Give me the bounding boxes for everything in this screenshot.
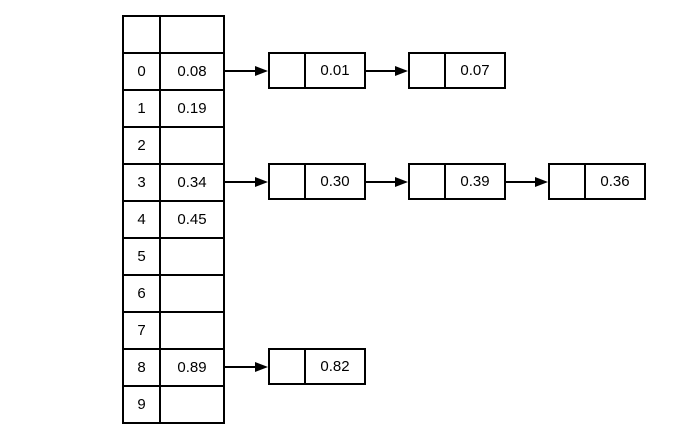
arrowhead-icon bbox=[255, 176, 268, 187]
bucket-row-8: 8 0.89 bbox=[124, 350, 223, 387]
arrowhead-icon bbox=[395, 65, 408, 76]
linked-list-bucket-8: 0.82 bbox=[225, 348, 366, 385]
bucket-row-9: 9 bbox=[124, 387, 223, 422]
arrowhead-icon bbox=[395, 176, 408, 187]
arrow-shaft bbox=[366, 69, 395, 72]
bucket-index-cell: 2 bbox=[124, 128, 161, 163]
arrow bbox=[225, 65, 268, 76]
node-value-cell: 0.82 bbox=[320, 358, 350, 375]
arrowhead-icon bbox=[255, 65, 268, 76]
list-node: 0.82 bbox=[268, 348, 366, 385]
bucket-index-cell: 9 bbox=[124, 387, 161, 422]
node-pointer-cell bbox=[410, 165, 446, 198]
bucket-row-7: 7 bbox=[124, 313, 223, 350]
bucket-value-cell: 0.08 bbox=[177, 63, 207, 80]
bucket-value-cell bbox=[161, 128, 223, 163]
node-value-cell: 0.30 bbox=[320, 173, 350, 190]
node-value-cell: 0.07 bbox=[460, 62, 490, 79]
bucket-header-row bbox=[124, 17, 223, 54]
arrow bbox=[225, 361, 268, 372]
bucket-value-cell bbox=[161, 276, 223, 311]
bucket-row-2: 2 bbox=[124, 128, 223, 165]
bucket-index-cell: 5 bbox=[124, 239, 161, 274]
node-value-cell: 0.39 bbox=[460, 173, 490, 190]
bucket-index-cell bbox=[124, 17, 161, 52]
arrow bbox=[366, 176, 408, 187]
node-pointer-cell bbox=[270, 350, 306, 383]
list-node: 0.01 bbox=[268, 52, 366, 89]
bucket-array-table: 0 0.08 1 0.19 2 3 0.34 4 0.45 5 6 7 bbox=[122, 15, 225, 424]
arrow-shaft bbox=[225, 69, 255, 72]
bucket-index-cell: 1 bbox=[124, 91, 161, 126]
bucket-row-1: 1 0.19 bbox=[124, 91, 223, 128]
bucket-value-cell: 0.34 bbox=[177, 174, 207, 191]
list-node: 0.39 bbox=[408, 163, 506, 200]
arrow-shaft bbox=[506, 180, 535, 183]
bucket-value-cell bbox=[161, 387, 223, 422]
bucket-index-cell: 6 bbox=[124, 276, 161, 311]
bucket-value-cell bbox=[161, 17, 223, 52]
node-pointer-cell bbox=[410, 54, 446, 87]
linked-list-bucket-3: 0.30 0.39 0.36 bbox=[225, 163, 646, 200]
bucket-value-cell: 0.19 bbox=[177, 100, 207, 117]
node-value-cell: 0.01 bbox=[320, 62, 350, 79]
arrow-shaft bbox=[225, 365, 255, 368]
bucket-row-3: 3 0.34 bbox=[124, 165, 223, 202]
bucket-value-cell: 0.89 bbox=[177, 359, 207, 376]
bucket-index-cell: 7 bbox=[124, 313, 161, 348]
node-pointer-cell bbox=[270, 54, 306, 87]
arrow bbox=[225, 176, 268, 187]
bucket-row-4: 4 0.45 bbox=[124, 202, 223, 239]
arrowhead-icon bbox=[255, 361, 268, 372]
bucket-row-5: 5 bbox=[124, 239, 223, 276]
bucket-value-cell bbox=[161, 313, 223, 348]
bucket-index-cell: 4 bbox=[124, 202, 161, 237]
bucket-row-6: 6 bbox=[124, 276, 223, 313]
node-pointer-cell bbox=[550, 165, 586, 198]
bucket-row-0: 0 0.08 bbox=[124, 54, 223, 91]
bucket-index-cell: 0 bbox=[124, 54, 161, 89]
arrow bbox=[366, 65, 408, 76]
bucket-value-cell bbox=[161, 239, 223, 274]
bucket-value-cell: 0.45 bbox=[177, 211, 207, 228]
node-pointer-cell bbox=[270, 165, 306, 198]
arrow-shaft bbox=[366, 180, 395, 183]
arrow-shaft bbox=[225, 180, 255, 183]
list-node: 0.36 bbox=[548, 163, 646, 200]
list-node: 0.30 bbox=[268, 163, 366, 200]
list-node: 0.07 bbox=[408, 52, 506, 89]
arrow bbox=[506, 176, 548, 187]
bucket-index-cell: 8 bbox=[124, 350, 161, 385]
arrowhead-icon bbox=[535, 176, 548, 187]
node-value-cell: 0.36 bbox=[600, 173, 630, 190]
bucket-index-cell: 3 bbox=[124, 165, 161, 200]
linked-list-bucket-0: 0.01 0.07 bbox=[225, 52, 506, 89]
